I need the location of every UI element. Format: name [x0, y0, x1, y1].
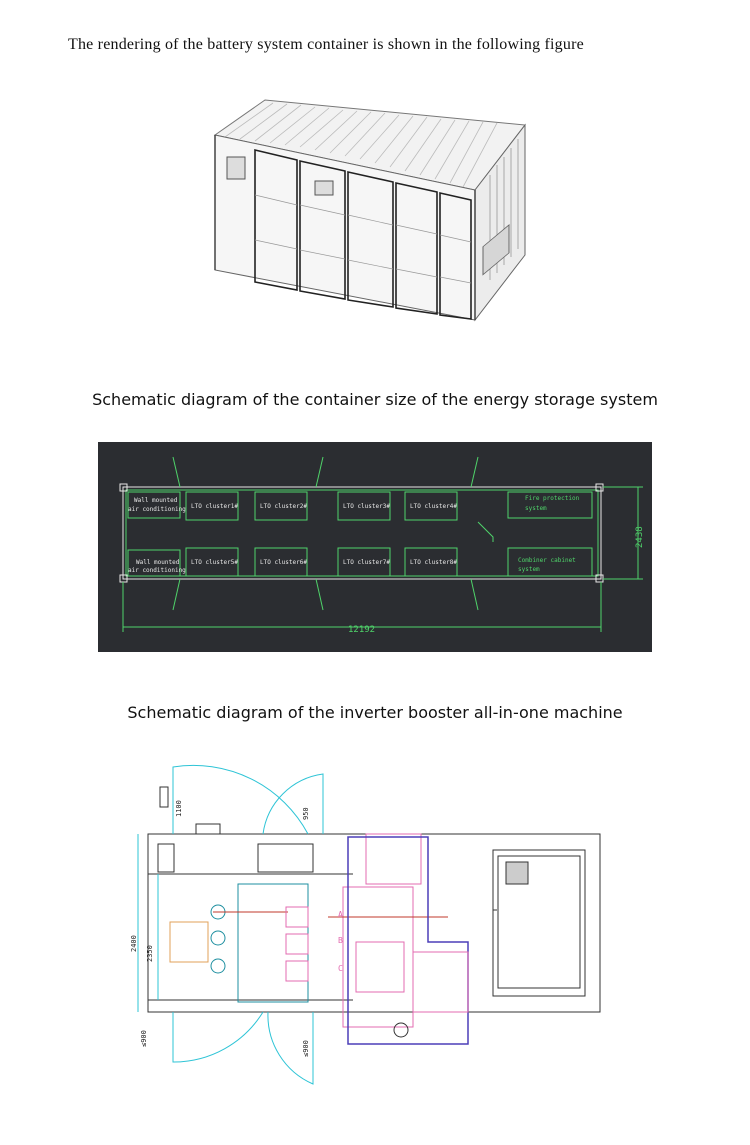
dim-width-label: 2438 — [635, 526, 645, 548]
dim-left-outer: 2400 — [130, 935, 138, 952]
cluster-label-7: LTO cluster7# — [343, 559, 390, 566]
cluster-label-4: LTO cluster4# — [410, 503, 457, 510]
ac-top-label-1: Wall mounted — [134, 497, 178, 504]
fire-label-1: Fire protection — [525, 495, 580, 502]
combiner-label-2: system — [518, 566, 540, 573]
inverter-diagram: 2400 2350 1100 950 ≤900 ≤900 A B C — [128, 762, 610, 1087]
ac-bottom-label-2: air conditioning — [128, 567, 186, 574]
heading-inverter: Schematic diagram of the inverter booste… — [127, 703, 623, 722]
dim-door-top-left: 1100 — [175, 800, 183, 817]
container-rendering-figure — [205, 95, 545, 345]
ac-bottom-label-1: Wall mounted — [136, 559, 180, 566]
container-layout-drawing: Wall mounted air conditioning Wall mount… — [119, 456, 645, 635]
dim-door-bottom-mid: ≤900 — [302, 1040, 310, 1057]
phase-c-label: C — [338, 964, 343, 973]
dim-door-bottom-left: ≤900 — [140, 1030, 148, 1047]
cluster-label-2: LTO cluster2# — [260, 503, 307, 510]
intro-text: The rendering of the battery system cont… — [68, 36, 584, 53]
phase-a-label: A — [338, 910, 343, 919]
fire-label-2: system — [525, 505, 547, 512]
container-rendering — [213, 99, 526, 322]
cluster-label-5: LTO cluster5# — [191, 559, 238, 566]
combiner-label-1: Combiner cabinet — [518, 557, 576, 564]
phase-b-label: B — [338, 936, 343, 945]
dim-left-inner: 2350 — [146, 945, 154, 962]
dim-door-top-mid: 950 — [302, 807, 310, 820]
container-layout-diagram: Wall mounted air conditioning Wall mount… — [98, 442, 652, 652]
cluster-label-8: LTO cluster8# — [410, 559, 457, 566]
dim-length-label: 12192 — [348, 625, 375, 635]
cluster-label-3: LTO cluster3# — [343, 503, 390, 510]
cluster-label-1: LTO cluster1# — [191, 503, 238, 510]
ac-top-label-2: air conditioning — [128, 506, 186, 513]
heading-container-size: Schematic diagram of the container size … — [92, 390, 658, 409]
inverter-drawing: 2400 2350 1100 950 ≤900 ≤900 A B C — [130, 764, 601, 1085]
cluster-label-6: LTO cluster6# — [260, 559, 307, 566]
